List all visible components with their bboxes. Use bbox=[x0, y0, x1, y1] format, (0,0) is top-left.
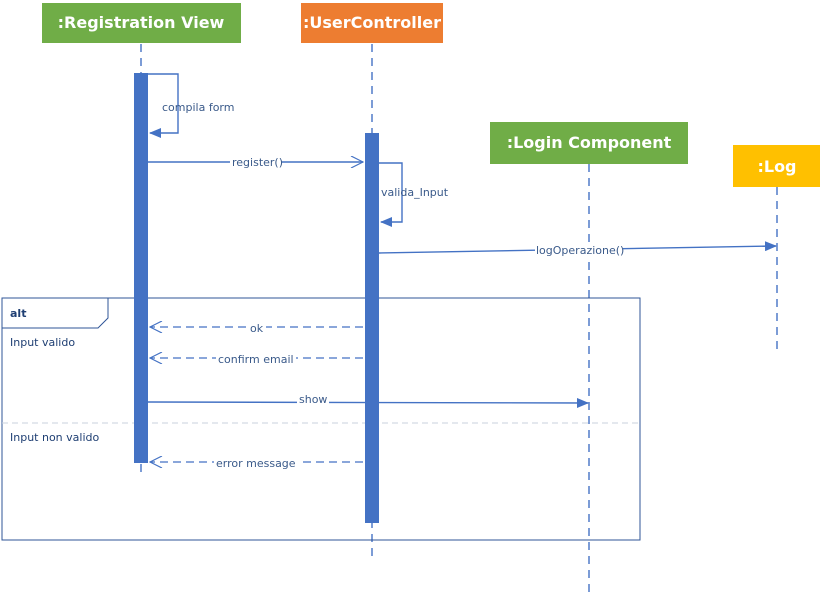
participant-name-login-component: :Login Component bbox=[507, 133, 672, 152]
activation-registration-view bbox=[134, 73, 148, 463]
participant-log: :Log bbox=[733, 145, 820, 187]
alt-guard-input-non-valido: Input non valido bbox=[10, 431, 99, 444]
message-label-log-operazione: logOperazione() bbox=[536, 244, 624, 257]
participant-name-log: :Log bbox=[757, 157, 796, 176]
participant-box-log bbox=[733, 145, 820, 187]
activation-user-controller bbox=[365, 133, 379, 523]
message-confirm-email: confirm email bbox=[150, 351, 363, 366]
message-register: register() bbox=[148, 154, 363, 169]
message-log-operazione: logOperazione() bbox=[378, 241, 777, 257]
participant-name-user-controller: :UserController bbox=[303, 13, 441, 32]
alt-frame: alt Input valido Input non valido bbox=[1, 297, 641, 541]
participant-user-controller: :UserController bbox=[301, 3, 443, 43]
participant-box-registration-view bbox=[42, 3, 241, 43]
alt-operator-label: alt bbox=[10, 307, 26, 320]
message-compila-form: compila form bbox=[148, 73, 234, 138]
message-label-confirm-email: confirm email bbox=[218, 353, 294, 366]
participant-registration-view: :Registration View bbox=[42, 3, 241, 43]
message-label-show: show bbox=[299, 393, 327, 406]
message-label-valida-input: valida_Input bbox=[381, 186, 449, 199]
message-error-message: error message bbox=[150, 455, 363, 470]
participant-box-user-controller bbox=[301, 3, 443, 43]
message-label-error-message: error message bbox=[216, 457, 296, 470]
participant-name-registration-view: :Registration View bbox=[58, 13, 225, 32]
message-label-ok: ok bbox=[250, 322, 264, 335]
message-show: show bbox=[147, 393, 589, 408]
message-label-register: register() bbox=[232, 156, 283, 169]
message-ok: ok bbox=[150, 320, 363, 335]
message-valida-input: valida_Input bbox=[379, 162, 449, 227]
participant-login-component: :Login Component bbox=[490, 122, 688, 164]
alt-guard-input-valido: Input valido bbox=[10, 336, 75, 349]
participant-box-login-component bbox=[490, 122, 688, 164]
message-label-compila-form: compila form bbox=[162, 101, 234, 114]
